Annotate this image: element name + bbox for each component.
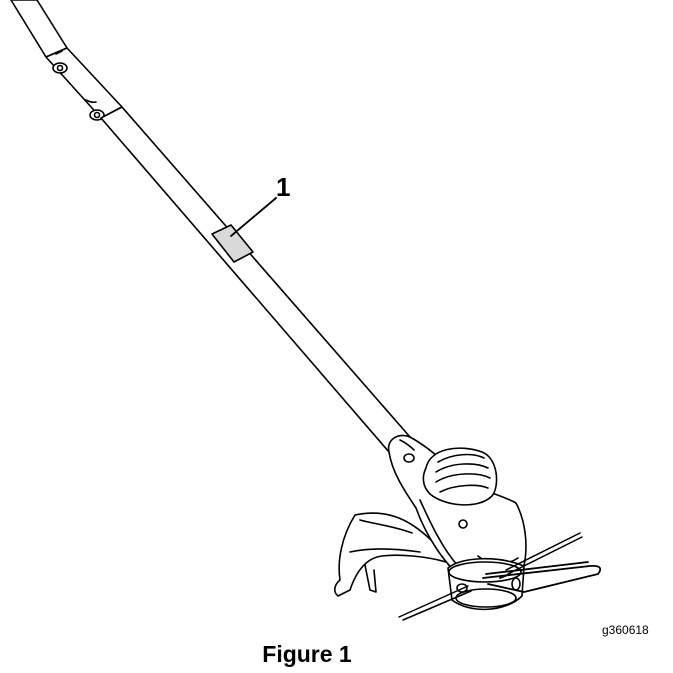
motor-housing <box>387 434 527 582</box>
trimmer-guard <box>334 512 447 597</box>
cutting-line <box>398 532 583 621</box>
motor-cap <box>422 447 498 506</box>
graphic-id-label: g360618 <box>602 623 649 637</box>
lower-shaft <box>100 106 411 453</box>
callout-leader-line <box>230 197 277 237</box>
shaft-coupler <box>45 47 123 121</box>
upper-shaft <box>10 0 68 58</box>
shaft-label-highlight <box>211 224 254 263</box>
edge-guide-wire <box>482 561 602 593</box>
callout-number-1: 1 <box>276 172 291 202</box>
figure-caption: Figure 1 <box>262 641 352 667</box>
